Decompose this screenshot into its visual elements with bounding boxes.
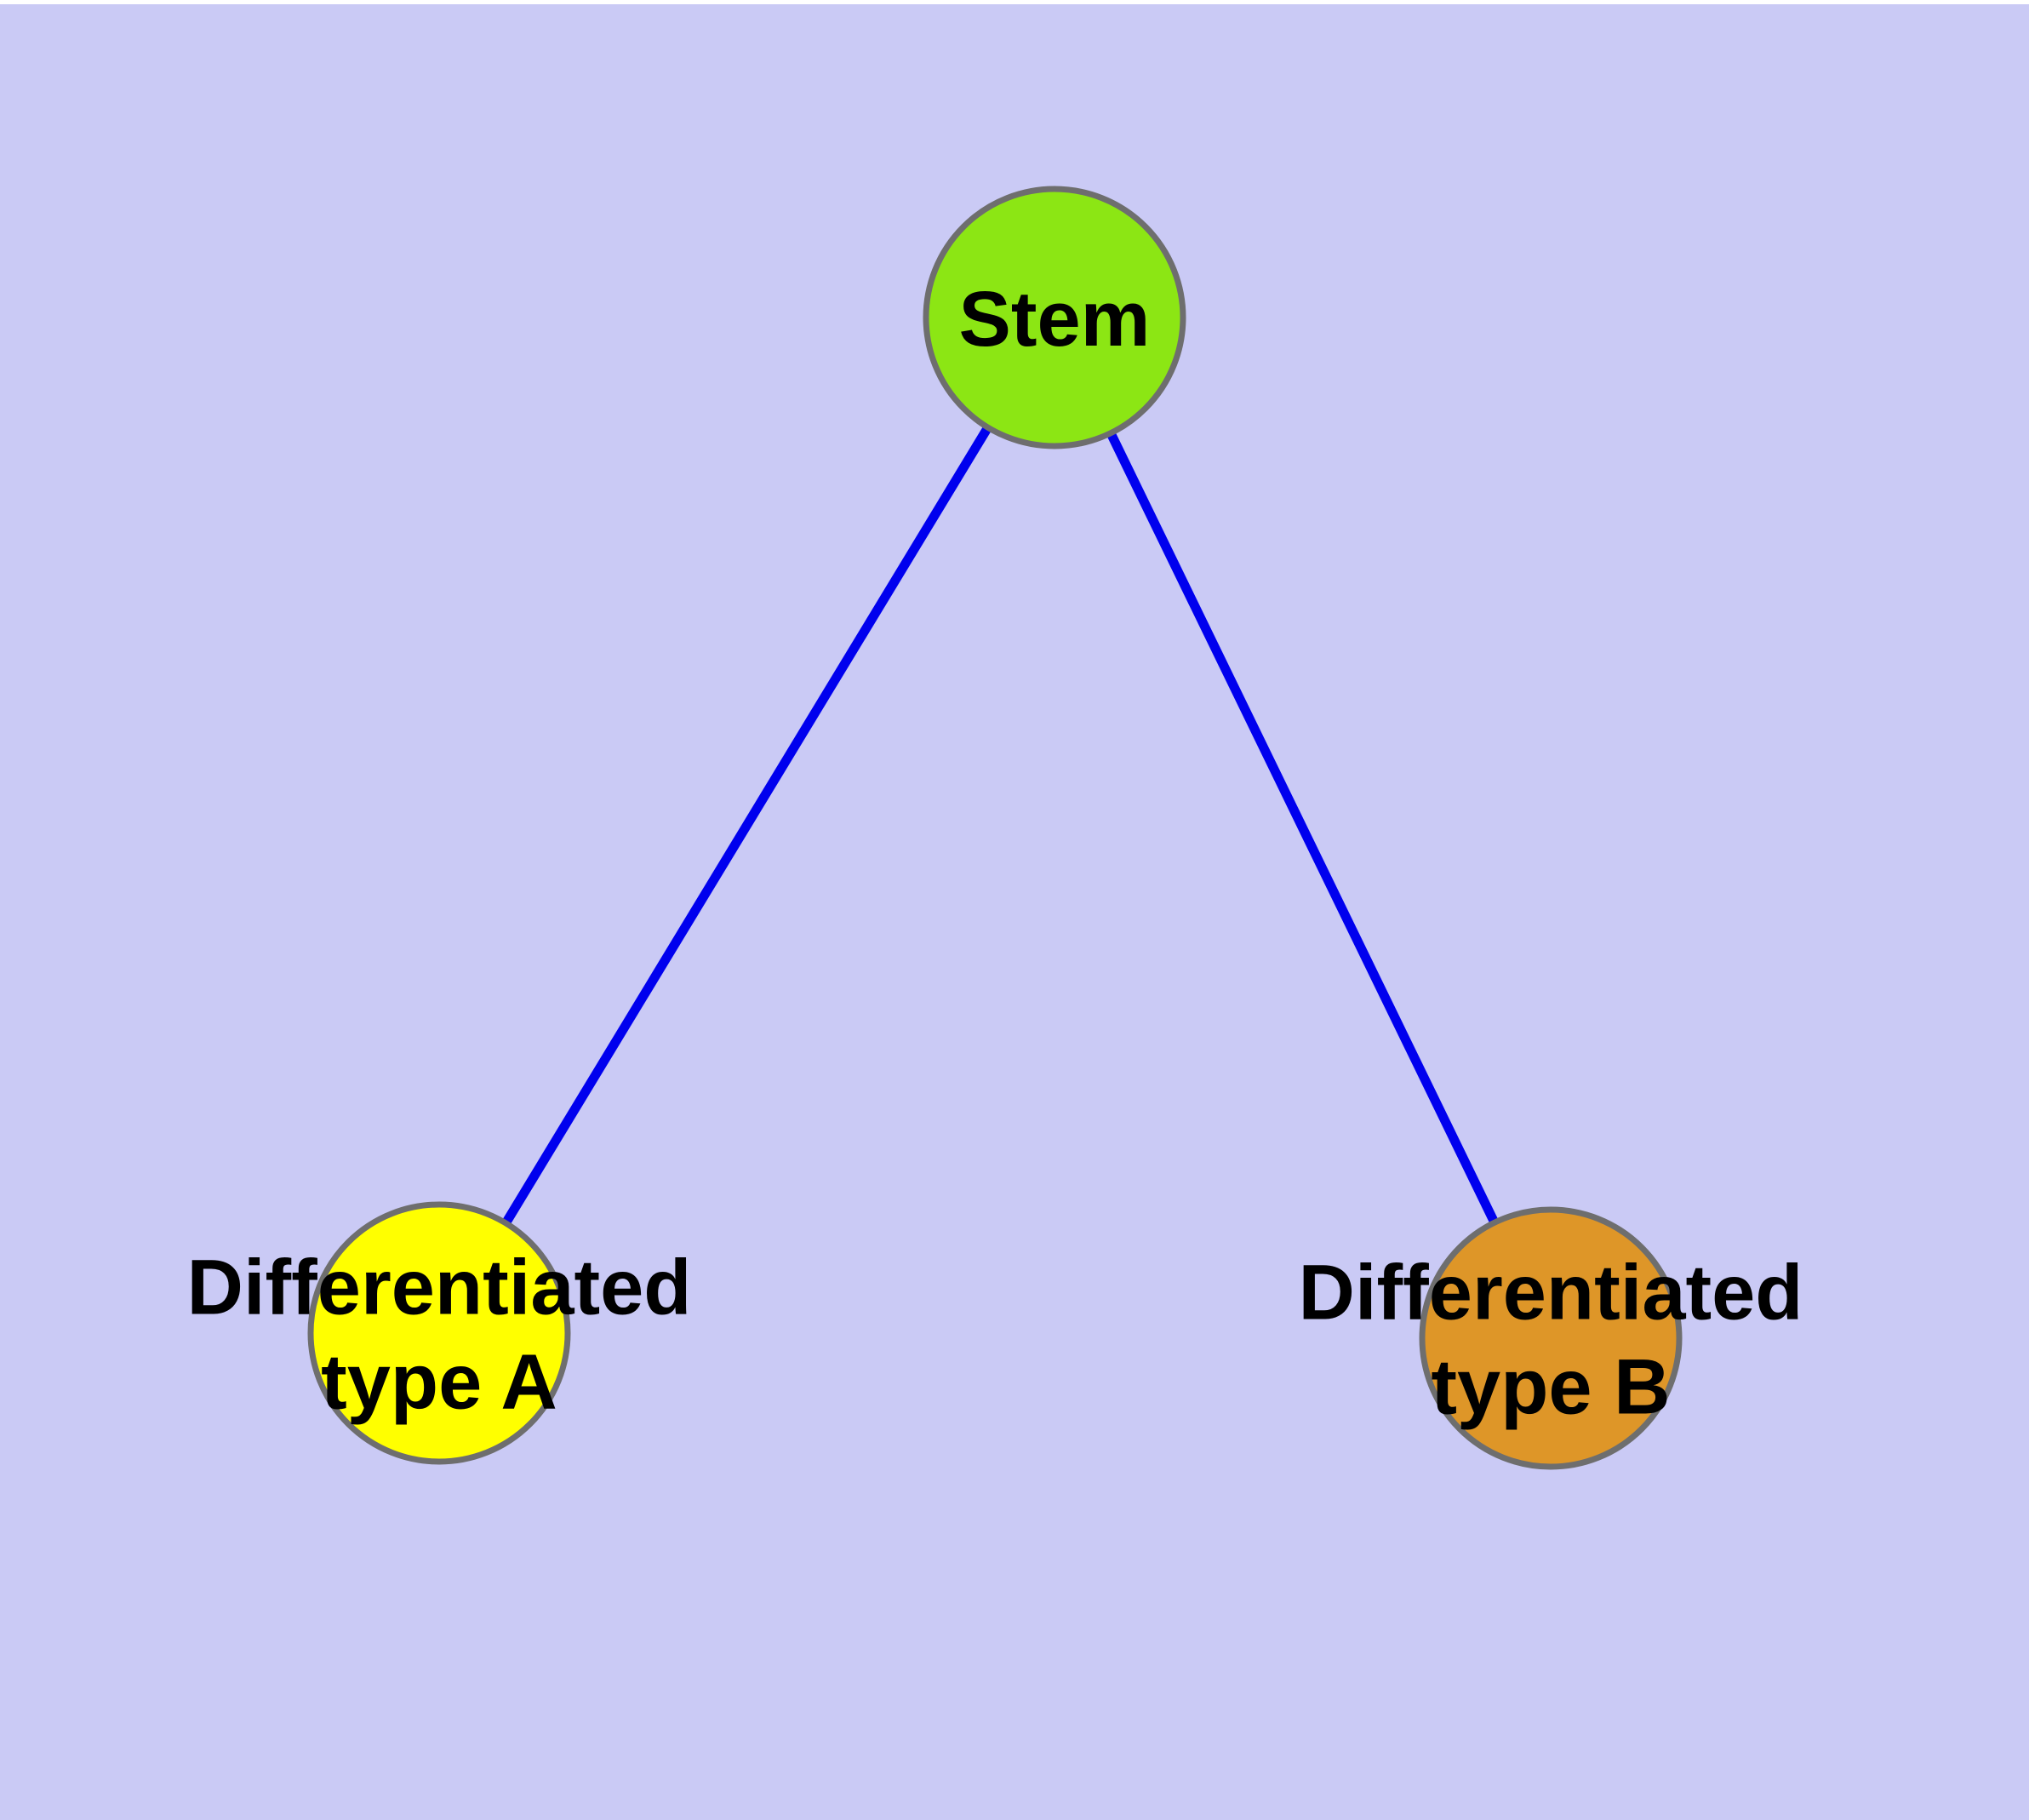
- node-label-stem: Stem: [959, 276, 1151, 363]
- node-type-a: [307, 1201, 571, 1465]
- node-stem: [923, 186, 1186, 449]
- edge-stem-type-b: [1050, 315, 1555, 1341]
- edge-stem-type-a: [435, 315, 1059, 1336]
- node-type-b: [1419, 1206, 1683, 1470]
- top-border-strip: [0, 0, 2029, 4]
